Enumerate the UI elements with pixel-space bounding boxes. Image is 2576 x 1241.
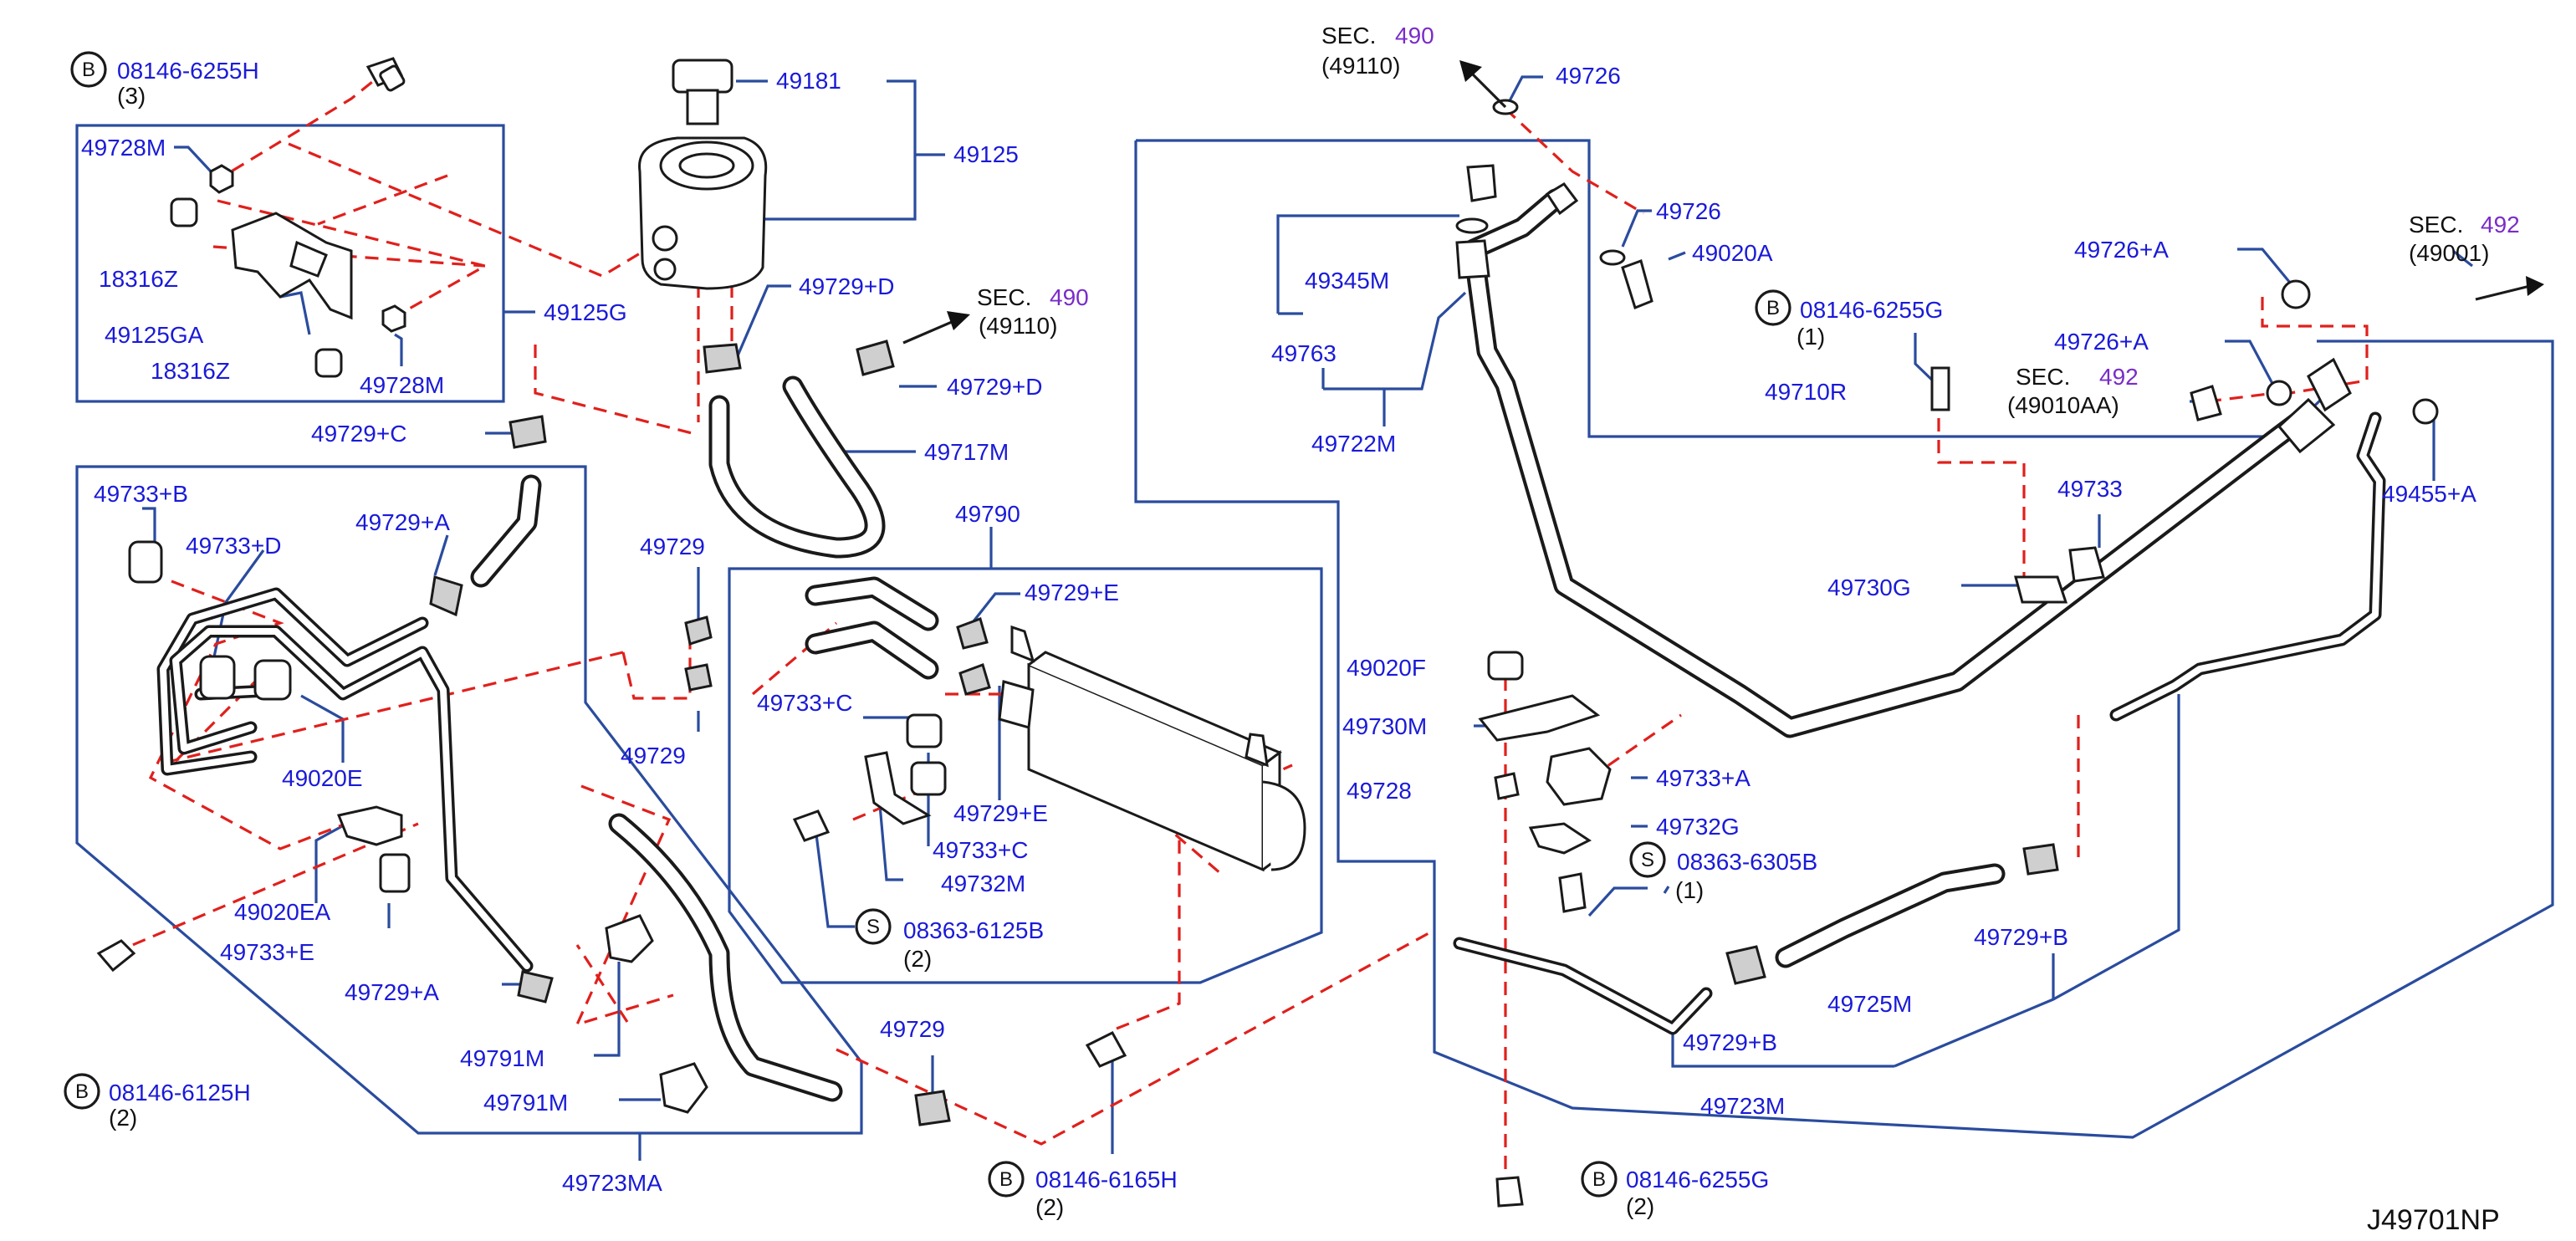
label-49723M: 49723M	[1700, 1093, 1785, 1119]
label-49733+C: 49733+C	[757, 690, 852, 716]
bracket-49125GA	[170, 164, 406, 378]
sec-word: SEC.	[2409, 212, 2463, 237]
bolt-callout-icon: B	[999, 1168, 1013, 1191]
label-49729+E: 49729+E	[1025, 580, 1119, 605]
label-18316Z: 18316Z	[151, 358, 230, 384]
label-49726: 49726	[1556, 63, 1621, 89]
label-08146-6255G: 08146-6255G	[1800, 297, 1943, 323]
label-08146-6165H: 08146-6165H	[1035, 1167, 1178, 1192]
label-49729: 49729	[880, 1016, 945, 1042]
label-49730M: 49730M	[1342, 713, 1427, 739]
reservoir-49125	[638, 59, 768, 290]
label-49125G: 49125G	[544, 299, 627, 325]
label-08146-6255H: 08146-6255H	[117, 58, 259, 84]
arrow-icon	[2526, 276, 2544, 296]
sec-number: 492	[2099, 364, 2139, 390]
label-49763: 49763	[1271, 340, 1337, 366]
arrow-icon	[947, 311, 970, 330]
callout-circles: B B S B B S B	[64, 51, 1791, 1198]
sec-word: SEC.	[2016, 364, 2070, 390]
hoses	[156, 188, 2386, 1102]
label-49125GA: 49125GA	[105, 322, 204, 348]
label-49726+A: 49726+A	[2054, 329, 2149, 355]
qty-label: (1)	[1797, 324, 1825, 350]
label-49790: 49790	[955, 501, 1020, 527]
sec-ref: (49001)	[2409, 240, 2490, 266]
label-49733+D: 49733+D	[186, 533, 281, 559]
arrow-icon	[1459, 60, 1482, 82]
label-49020F: 49020F	[1347, 655, 1426, 681]
label-49729+A: 49729+A	[355, 509, 450, 535]
qty-label: (2)	[1035, 1194, 1064, 1220]
sec-ref: (49110)	[979, 313, 1057, 339]
sec-word: SEC.	[977, 284, 1031, 310]
label-49710R: 49710R	[1765, 379, 1847, 405]
label-49726: 49726	[1656, 198, 1721, 224]
label-08363-6125B: 08363-6125B	[903, 917, 1044, 943]
sec-word: SEC.	[1321, 23, 1376, 49]
label-49732G: 49732G	[1656, 814, 1740, 840]
parts	[96, 57, 2439, 1208]
label-49125: 49125	[953, 141, 1019, 167]
label-49723MA: 49723MA	[562, 1170, 662, 1196]
label-49020A: 49020A	[1692, 240, 1773, 266]
label-49733+E: 49733+E	[220, 939, 314, 965]
label-49729+D: 49729+D	[799, 273, 894, 299]
label-49729+E: 49729+E	[953, 800, 1048, 826]
label-49181: 49181	[776, 68, 841, 94]
label-49728: 49728	[1347, 778, 1412, 804]
qty-label: (2)	[109, 1105, 137, 1131]
bolt-callout-icon: B	[1592, 1168, 1606, 1191]
qty-label: (2)	[1626, 1193, 1654, 1219]
qty-label: (3)	[117, 83, 146, 109]
label-49732M: 49732M	[941, 871, 1025, 896]
sec-number: 490	[1050, 284, 1089, 310]
bolt-callout-icon: B	[75, 1080, 89, 1103]
label-49729: 49729	[621, 743, 686, 769]
label-49728M: 49728M	[81, 135, 166, 161]
diagram-reference: J49701NP	[2367, 1204, 2500, 1236]
label-49455+A: 49455+A	[2382, 481, 2476, 507]
label-08146-6125H: 08146-6125H	[109, 1080, 251, 1106]
sec-ref: (49110)	[1321, 53, 1400, 79]
label-49725M: 49725M	[1827, 991, 1912, 1017]
label-49722M: 49722M	[1311, 431, 1396, 457]
label-49729+B: 49729+B	[1974, 924, 2068, 950]
screw-callout-icon: S	[1641, 849, 1654, 871]
label-49729+D: 49729+D	[947, 374, 1042, 400]
label-49791M: 49791M	[483, 1090, 568, 1116]
bolt-callout-icon: B	[82, 59, 95, 81]
sec-ref: (49010AA)	[2007, 392, 2119, 418]
label-49733: 49733	[2057, 476, 2123, 502]
sec-number: 492	[2481, 212, 2520, 237]
label-49729+A: 49729+A	[345, 979, 439, 1005]
label-18316Z: 18316Z	[99, 266, 178, 292]
label-49733+C: 49733+C	[933, 837, 1028, 863]
label-49729+B: 49729+B	[1683, 1029, 1777, 1055]
label-49733+A: 49733+A	[1656, 765, 1751, 791]
label-49717M: 49717M	[924, 439, 1009, 465]
bolt-callout-icon: B	[1766, 297, 1780, 319]
label-49791M: 49791M	[460, 1045, 544, 1071]
label-49020E: 49020E	[282, 765, 363, 791]
label-08146-6255G: 08146-6255G	[1626, 1167, 1769, 1192]
screw-callout-icon: S	[866, 916, 880, 938]
label-49726+A: 49726+A	[2074, 237, 2169, 263]
label-49020EA: 49020EA	[234, 899, 331, 925]
label-49728M: 49728M	[360, 372, 444, 398]
arrows	[902, 60, 2544, 345]
oil-cooler-49790	[998, 625, 1306, 872]
label-08363-6305B: 08363-6305B	[1677, 849, 1817, 875]
label-49345M: 49345M	[1305, 268, 1389, 294]
part-labels: 08146-6255H (3) 49181 49125 49728M 18316…	[81, 23, 2520, 1236]
label-49730G: 49730G	[1827, 575, 1911, 600]
label-49733+B: 49733+B	[94, 481, 188, 507]
bolt-08146-6255H	[365, 57, 406, 92]
label-49729: 49729	[640, 534, 705, 559]
qty-label: (2)	[903, 946, 932, 972]
label-49729+C: 49729+C	[311, 421, 406, 447]
sec-number: 490	[1395, 23, 1434, 49]
qty-label: (1)	[1675, 877, 1704, 903]
